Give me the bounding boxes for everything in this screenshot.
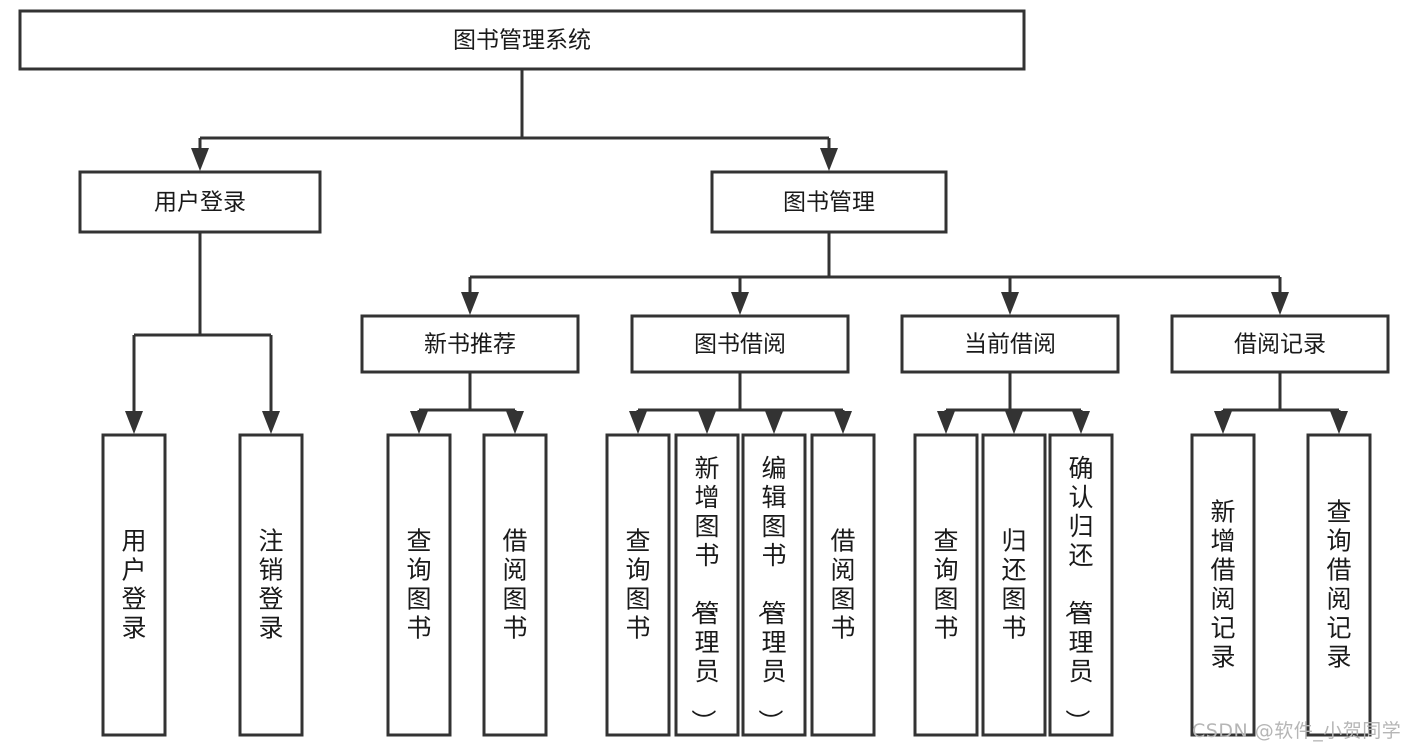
node-label: 新增图书（管理员） [688,454,719,734]
arrow-head-icon [410,411,428,434]
node-label: 借阅记录 [1234,332,1326,358]
node-leaf-query-book-2[interactable]: 查询图书 [605,433,671,737]
node-user-login[interactable]: 用户登录 [78,170,322,234]
node-box[interactable] [710,170,948,234]
arrow-head-icon [1001,292,1019,315]
node-label: 注销登录 [258,527,283,643]
node-box[interactable] [741,433,807,737]
arrow-head-icon [461,292,479,315]
arrow-head-icon [191,148,209,171]
arrow-head-icon [937,411,955,434]
node-book-manage[interactable]: 图书管理 [710,170,948,234]
node-label: 新增借阅记录 [1210,498,1235,672]
node-label: 编辑图书（管理员） [755,454,786,734]
arrow-head-icon [731,292,749,315]
node-box[interactable] [981,433,1047,737]
arrow-head-icon [506,411,524,434]
arrow-head-icon [1005,411,1023,434]
node-box[interactable] [1190,433,1256,737]
node-leaf-logout[interactable]: 注销登录 [238,433,304,737]
node-label: 当前借阅 [964,332,1056,358]
node-leaf-query-book-3[interactable]: 查询图书 [913,433,979,737]
node-label: 查询图书 [933,527,958,643]
node-label: 借阅图书 [830,527,855,643]
node-label: 查询图书 [406,527,431,643]
node-label: 查询图书 [625,527,650,643]
node-leaf-borrow-book-2[interactable]: 借阅图书 [810,433,876,737]
node-box[interactable] [482,433,548,737]
arrow-head-icon [698,411,716,434]
node-leaf-add-book[interactable]: 新增图书（管理员） [674,433,740,737]
node-root[interactable]: 图书管理系统 [18,9,1026,71]
node-box[interactable] [386,433,452,737]
node-label: 新书推荐 [424,332,516,358]
node-leaf-user-login[interactable]: 用户登录 [101,433,167,737]
node-book-borrow[interactable]: 图书借阅 [630,314,850,374]
arrow-head-icon [125,411,143,434]
node-box[interactable] [913,433,979,737]
node-leaf-borrow-book-1[interactable]: 借阅图书 [482,433,548,737]
arrow-head-icon [1214,411,1232,434]
arrow-head-icon [1072,411,1090,434]
node-leaf-confirm-return[interactable]: 确认归还（管理员） [1048,433,1114,737]
node-box[interactable] [360,314,580,374]
connectors-layer [125,69,1348,434]
node-box[interactable] [900,314,1120,374]
node-box[interactable] [1170,314,1390,374]
node-box[interactable] [18,9,1026,71]
node-leaf-edit-book[interactable]: 编辑图书（管理员） [741,433,807,737]
node-new-book-rec[interactable]: 新书推荐 [360,314,580,374]
arrow-head-icon [765,411,783,434]
node-box[interactable] [1048,433,1114,737]
node-label: 图书管理 [783,190,875,216]
arrow-head-icon [629,411,647,434]
node-label: 图书管理系统 [453,28,591,54]
node-label: 归还图书 [1001,527,1026,643]
node-box[interactable] [78,170,322,234]
node-leaf-query-record[interactable]: 查询借阅记录 [1306,433,1372,737]
node-leaf-add-record[interactable]: 新增借阅记录 [1190,433,1256,737]
node-box[interactable] [101,433,167,737]
node-current-borrow[interactable]: 当前借阅 [900,314,1120,374]
node-label: 图书借阅 [694,332,786,358]
node-label: 查询借阅记录 [1326,498,1351,672]
arrow-head-icon [1271,292,1289,315]
arrow-head-icon [834,411,852,434]
arrow-head-icon [1330,411,1348,434]
node-leaf-return-book[interactable]: 归还图书 [981,433,1047,737]
node-box[interactable] [630,314,850,374]
node-box[interactable] [238,433,304,737]
node-leaf-query-book-1[interactable]: 查询图书 [386,433,452,737]
node-box[interactable] [1306,433,1372,737]
node-box[interactable] [810,433,876,737]
arrow-head-icon [820,148,838,171]
node-box[interactable] [605,433,671,737]
node-label: 确认归还（管理员） [1062,454,1093,734]
node-label: 用户登录 [154,190,246,216]
node-box[interactable] [674,433,740,737]
node-borrow-record[interactable]: 借阅记录 [1170,314,1390,374]
node-label: 用户登录 [121,527,146,643]
nodes-layer: 图书管理系统用户登录图书管理新书推荐图书借阅当前借阅借阅记录用户登录注销登录查询… [18,9,1390,737]
arrow-head-icon [262,411,280,434]
node-label: 借阅图书 [502,527,527,643]
